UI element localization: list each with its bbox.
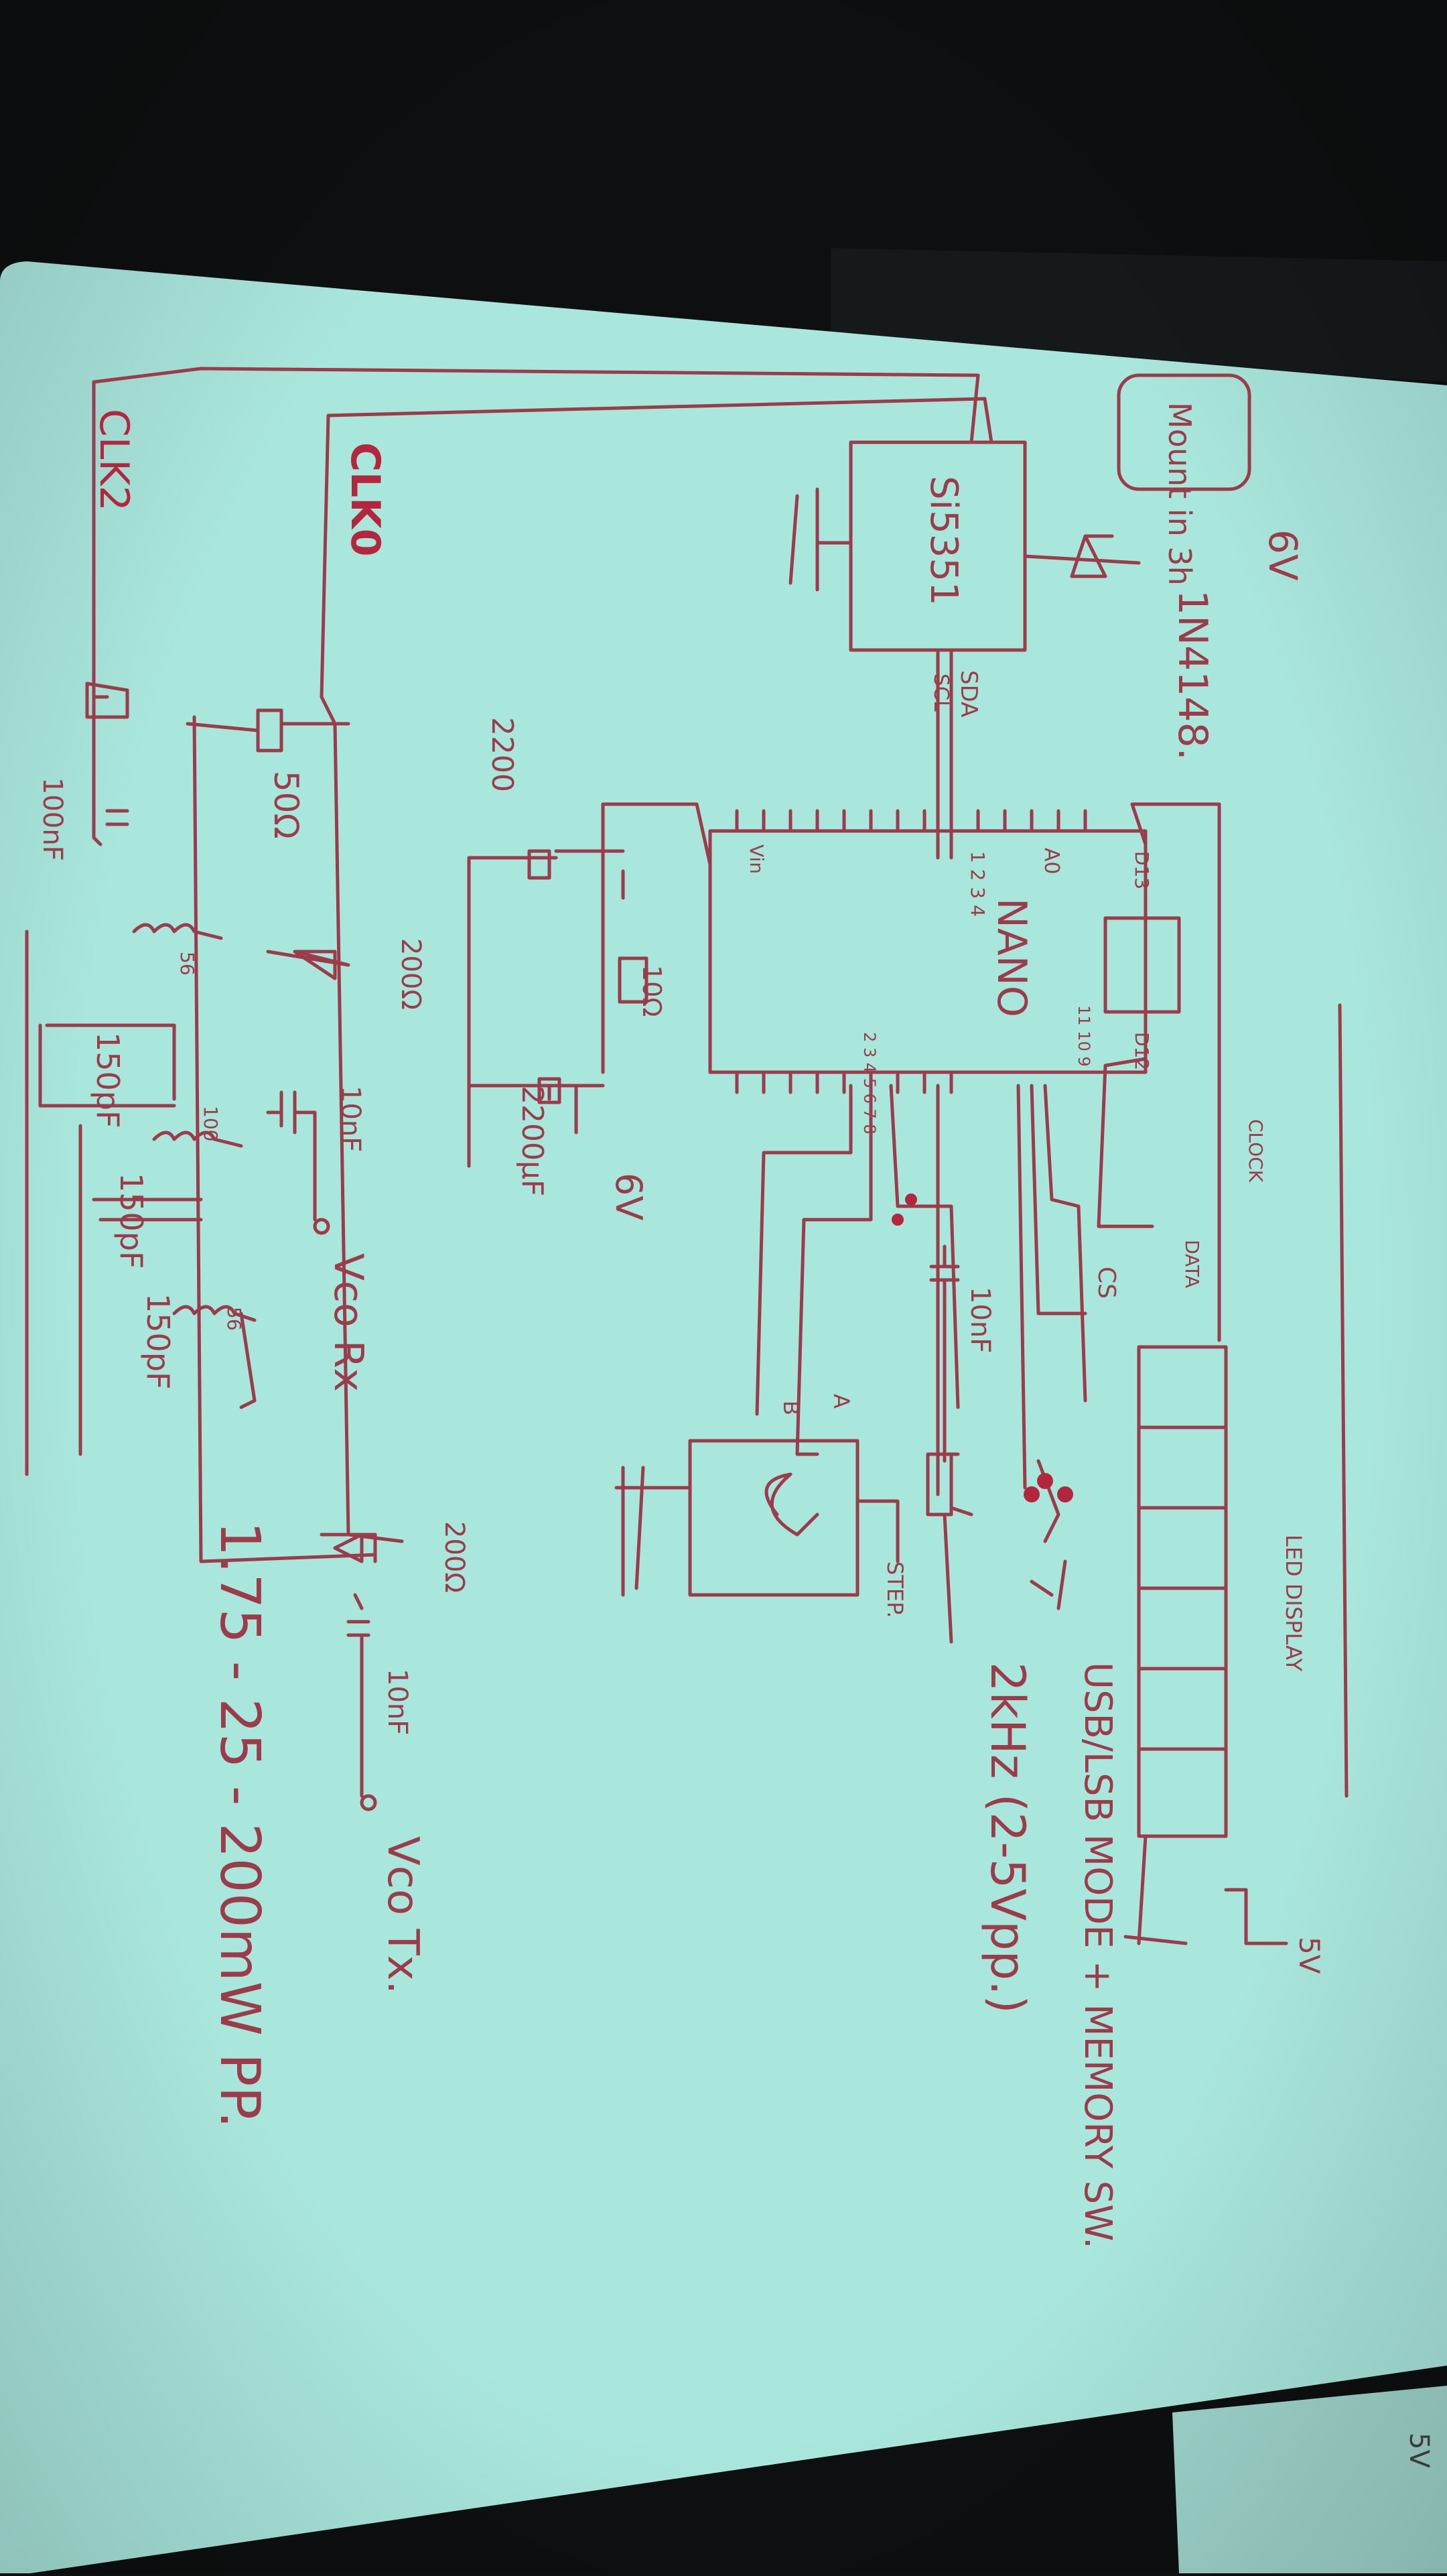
six-v-bottom-label: 6V [608,1173,650,1220]
encoder-a-label: A [829,1394,854,1409]
d12-label: D12 [1131,1032,1153,1070]
r50-label: 50Ω [267,771,305,839]
d13-label: D13 [1131,851,1153,889]
inductor-1-label: 56 [176,952,198,976]
sda-label: SDA [955,670,982,717]
led-display-label: LED DISPLAY [1281,1535,1306,1672]
inductor-3-label: 56 [223,1307,245,1331]
r2200-label: 2200 [485,717,519,792]
usb-lsb-label: USB/LSB MODE + MEMORY SW. [1076,1662,1119,2249]
c10nf-audio-label: 10nF [965,1287,995,1353]
pins-right-label: 11 10 9 [1075,1005,1093,1067]
circuit-wiring [25,367,1349,1945]
c150c-label: 150pF [140,1293,176,1389]
c150a-label: 150pF [90,1032,126,1128]
c2200uf-label: 2200μF [515,1086,549,1196]
c10nf-rx-label: 10nF [335,1086,366,1152]
inductor-2-label: 100 [200,1106,222,1141]
si5351-label: Si5351 [922,476,965,606]
clk2-label: CLK2 [90,409,137,511]
c150b-label: 150pF [113,1173,149,1269]
data-label: DATA [1181,1240,1203,1288]
c10nf-tx-label: 10nF [382,1669,413,1735]
pins-left-label: 1 2 3 4 [967,851,989,917]
mount-label: Mount in 3h [1162,402,1198,586]
cs-label: CS [1093,1267,1120,1299]
scl-label: SCL [929,673,953,712]
switch-contacts [892,1194,1073,1502]
step-label: STEP. [882,1561,908,1618]
nano-label: NANO [988,898,1035,1017]
clock-label: CLOCK [1245,1119,1267,1183]
diode-label: 1N4148. [1169,590,1216,761]
vco-tx-label: Vco Tx. [378,1836,427,1994]
a0-label: A0 [1040,848,1063,875]
c100nf-label: 100nF [37,777,68,861]
two-khz-label: 2kHz (2-5Vpp.) [980,1662,1035,2014]
output-spec-label: 1.75 - 25 - 200mW PP. [208,1521,271,2128]
r200-rx-label: 200Ω [395,938,426,1010]
r10-label: 10Ω [637,965,667,1017]
pins-bottom-label: 2 3 4 5 6 7 8 [860,1032,879,1135]
vco-rx-label: Vco Rx [325,1253,372,1392]
five-v-label: 5V [1293,1937,1326,1974]
r200-tx-label: 200Ω [439,1521,470,1593]
annotations: Mount in 3h 6V 1N4148. Si5351 SDA SCL CL… [37,402,1326,2249]
encoder-b-label: B [778,1401,804,1415]
six-v-top-label: 6V [1260,529,1306,581]
vin-label: Vin [746,844,768,874]
clk0-label: CLK0 [342,442,389,557]
